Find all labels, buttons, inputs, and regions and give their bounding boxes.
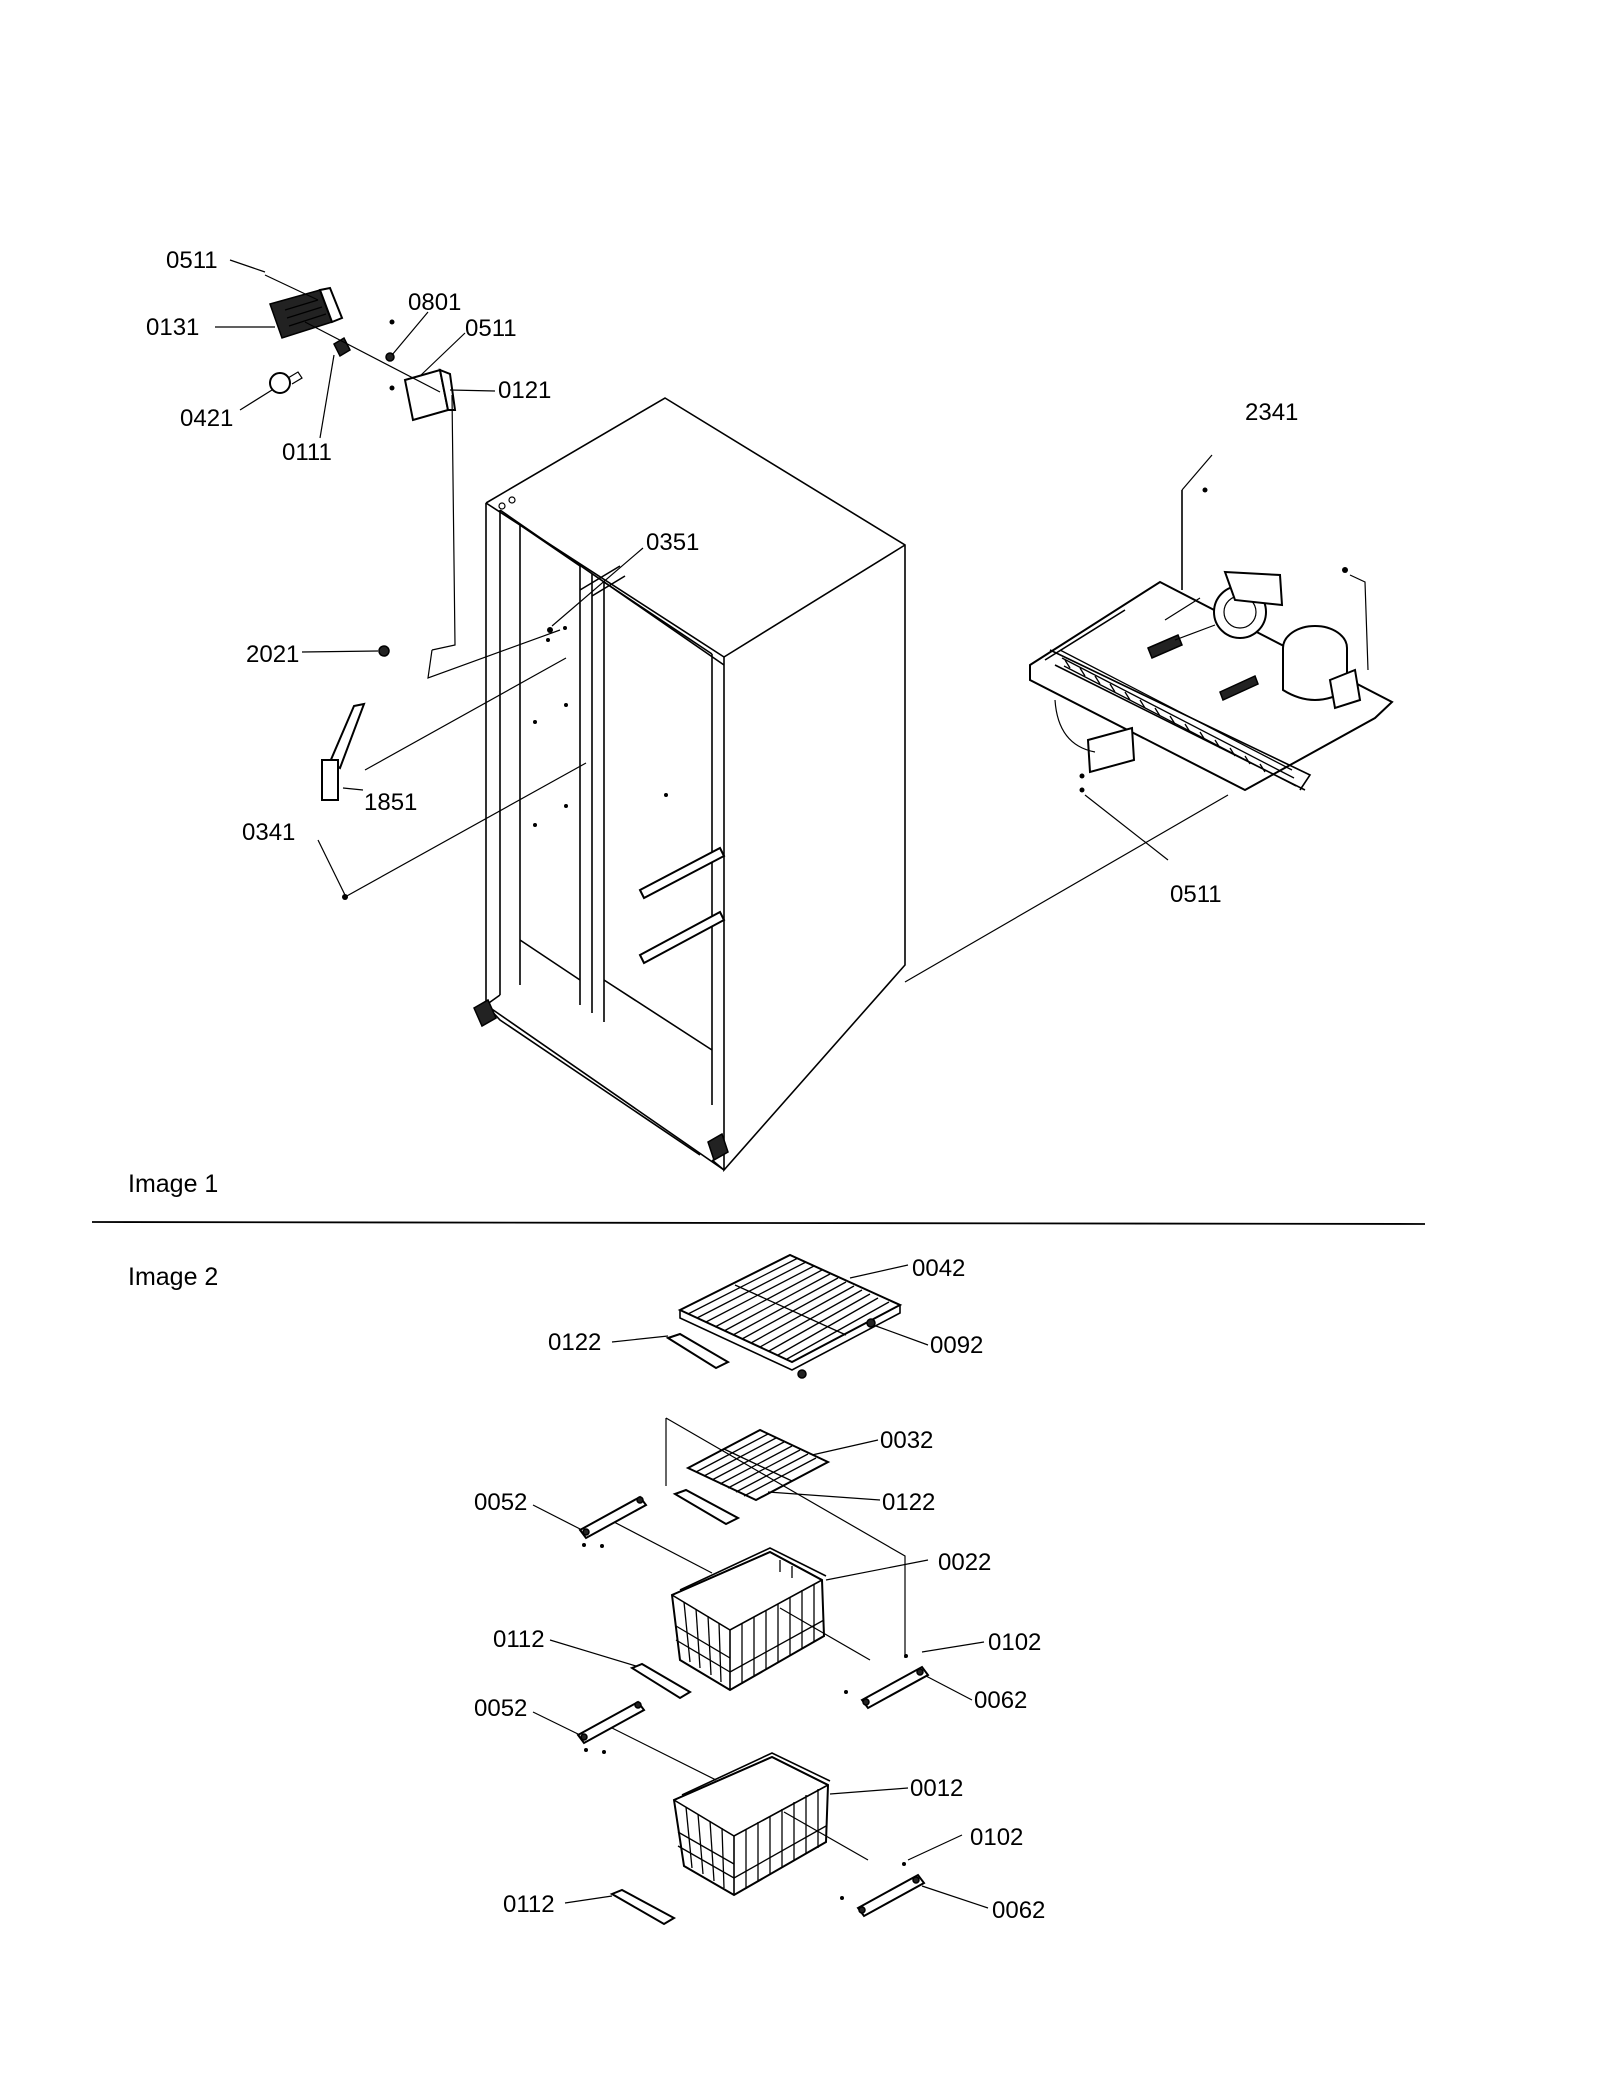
- label-0511-c: 0511: [1170, 881, 1222, 908]
- trim-0122-a: [665, 1332, 731, 1370]
- bracket-0121: [389, 319, 457, 422]
- basket-0012: [672, 1752, 831, 1897]
- label-0102-b: 0102: [970, 1824, 1023, 1851]
- rail-0052-a: [578, 1495, 648, 1548]
- label-2341: 2341: [1245, 399, 1298, 426]
- light-housing-0131: [269, 286, 344, 339]
- label-0022: 0022: [938, 1549, 991, 1576]
- label-0032: 0032: [880, 1427, 933, 1454]
- label-0062-a: 0062: [974, 1687, 1027, 1714]
- trim-0112-a: [629, 1662, 692, 1700]
- label-0092: 0092: [930, 1332, 983, 1359]
- label-0511-b: 0511: [465, 315, 517, 342]
- label-0112-a: 0112: [493, 1626, 545, 1653]
- light-bulb-0421: [269, 371, 303, 394]
- rail-0062-b: [840, 1862, 926, 1918]
- trim-0112-b: [609, 1888, 677, 1926]
- screw-0351: [547, 627, 553, 633]
- label-0012: 0012: [910, 1775, 963, 1802]
- label-0421: 0421: [180, 405, 233, 432]
- cabinet-body: [473, 397, 906, 1173]
- image-1-group: 0511 0131 0801 0511 0121 0421 0111 2341 …: [128, 247, 1394, 1198]
- label-0341: 0341: [242, 819, 295, 846]
- image-2-group: Image 2: [128, 1253, 1045, 1926]
- label-0121: 0121: [498, 377, 551, 404]
- label-0052-a: 0052: [474, 1489, 527, 1516]
- label-0102-a: 0102: [988, 1629, 1041, 1656]
- basket-0022: [670, 1547, 827, 1692]
- label-0511-a: 0511: [166, 247, 218, 274]
- label-0801: 0801: [408, 289, 461, 316]
- label-0052-b: 0052: [474, 1695, 527, 1722]
- trim-1851: [321, 702, 366, 801]
- label-1851: 1851: [364, 789, 417, 816]
- wire-shelf-0042: [677, 1253, 903, 1371]
- label-0042: 0042: [912, 1255, 965, 1282]
- cabinet-shelf-rails: [638, 846, 726, 965]
- label-0351: 0351: [646, 529, 699, 556]
- screw-2021: [378, 645, 390, 657]
- section-label-image-2: Image 2: [128, 1263, 218, 1291]
- label-2021: 2021: [246, 641, 299, 668]
- rail-0062-a: [844, 1654, 930, 1710]
- section-divider: [91, 1221, 1426, 1225]
- machine-compartment-2341: [1029, 490, 1394, 792]
- section-label-image-1: Image 1: [128, 1170, 218, 1198]
- label-0111: 0111: [282, 439, 332, 466]
- label-0131: 0131: [146, 314, 199, 341]
- label-0112-b: 0112: [503, 1891, 555, 1918]
- label-0122-a: 0122: [548, 1329, 601, 1356]
- wire-shelf-0032: [685, 1428, 831, 1502]
- label-0062-b: 0062: [992, 1897, 1045, 1924]
- rail-0052-b: [576, 1700, 646, 1754]
- label-0122-b: 0122: [882, 1489, 935, 1516]
- trim-0122-b: [672, 1488, 741, 1526]
- cabinet-dots: [533, 626, 668, 827]
